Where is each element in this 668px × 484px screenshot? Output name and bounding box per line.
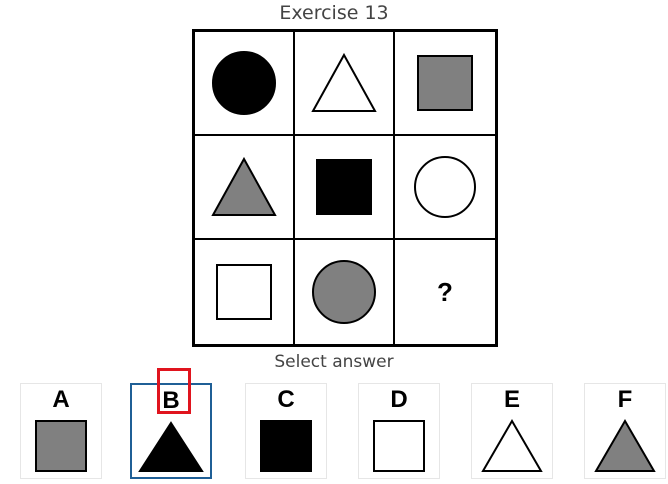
square-shape — [216, 264, 272, 320]
answer-letter: C — [277, 386, 295, 413]
grid-cell — [195, 240, 295, 344]
answer-option-e[interactable]: E — [471, 383, 553, 479]
answer-option-b[interactable]: B — [130, 383, 212, 479]
grid-cell-missing: ? — [395, 240, 495, 344]
selection-highlight — [157, 368, 191, 414]
grid-cell — [395, 136, 495, 240]
triangle-shape — [594, 419, 656, 472]
select-answer-label: Select answer — [274, 352, 394, 372]
square-shape — [373, 420, 425, 472]
grid-cell — [195, 32, 295, 136]
answer-option-a[interactable]: A — [20, 383, 102, 479]
square-shape — [417, 55, 473, 111]
answer-option-c[interactable]: C — [245, 383, 327, 479]
answer-letter: D — [390, 386, 408, 413]
grid-cell — [195, 136, 295, 240]
exercise-title: Exercise 13 — [279, 2, 389, 24]
grid-cell — [295, 136, 395, 240]
question-mark: ? — [437, 276, 453, 307]
square-shape — [316, 159, 372, 215]
grid-cell — [295, 240, 395, 344]
circle-shape — [414, 156, 476, 218]
answer-option-d[interactable]: D — [358, 383, 440, 479]
answer-letter: B — [162, 387, 180, 414]
triangle-shape — [211, 156, 277, 216]
triangle-shape — [138, 421, 204, 472]
answer-letter: A — [52, 386, 70, 413]
triangle-shape — [481, 419, 543, 472]
grid-cell — [395, 32, 495, 136]
puzzle-grid: ? — [192, 29, 498, 347]
triangle-shape — [311, 52, 377, 112]
answer-letter: F — [617, 386, 633, 413]
grid-cell — [295, 32, 395, 136]
circle-shape — [212, 51, 276, 115]
circle-shape — [312, 260, 376, 324]
answer-letter: E — [503, 386, 520, 413]
square-shape — [260, 420, 312, 472]
answer-option-f[interactable]: F — [584, 383, 666, 479]
square-shape — [35, 420, 87, 472]
